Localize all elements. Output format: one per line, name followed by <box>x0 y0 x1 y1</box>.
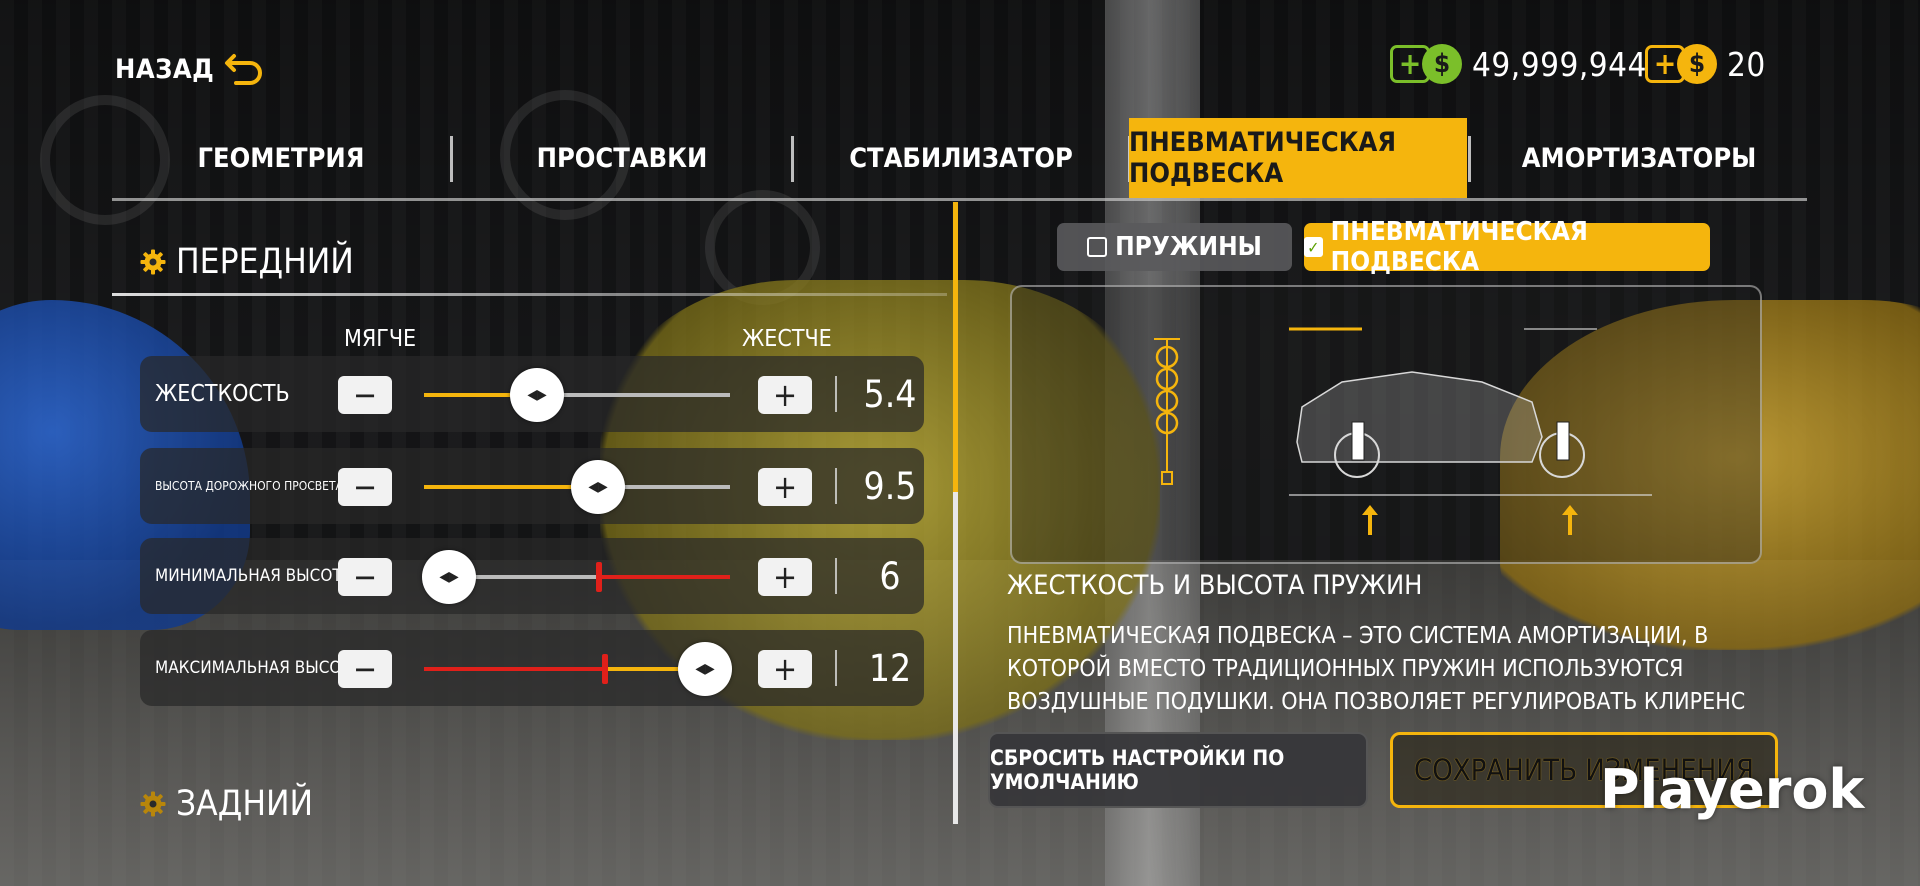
air-suspension-checkbox[interactable]: ✓ <box>1304 237 1323 257</box>
tab-divider <box>791 136 794 182</box>
slider-value: 9.5 <box>863 464 917 508</box>
tuning-tabs: ГЕОМЕТРИЯ ПРОСТАВКИ СТАБИЛИЗАТОР ПНЕВМАТ… <box>112 118 1807 201</box>
wheel-decoration <box>40 95 170 225</box>
watermark-logo: Playerok <box>1600 758 1865 821</box>
tab-spacers[interactable]: ПРОСТАВКИ <box>536 142 708 174</box>
back-label: НАЗАД <box>115 53 215 85</box>
air-suspension-option[interactable]: ✓ ПНЕВМАТИЧЕСКАЯ ПОДВЕСКА <box>1304 217 1710 277</box>
springs-checkbox[interactable] <box>1087 237 1108 257</box>
reset-defaults-button[interactable]: СБРОСИТЬ НАСТРОЙКИ ПО УМОЛЧАНИЮ <box>988 732 1368 808</box>
slider-value: 6 <box>879 554 901 598</box>
limit-marker <box>602 654 608 684</box>
slider-handle[interactable]: ◀▶ <box>571 460 625 514</box>
section-divider <box>112 293 947 296</box>
tab-stabilizer[interactable]: СТАБИЛИЗАТОР <box>849 142 1073 174</box>
slider-limit-range <box>424 667 605 671</box>
info-title: ЖЕСТКОСТЬ И ВЫСОТА ПРУЖИН <box>1007 570 1423 601</box>
scrollbar[interactable] <box>953 202 958 824</box>
slider-fill <box>605 667 705 671</box>
limit-marker <box>596 562 602 592</box>
gear-icon <box>140 249 166 275</box>
ground-clearance-row: ВЫСОТА ДОРОЖНОГО ПРОСВЕТА, ДЮЙМ − ◀▶ + 9… <box>140 448 924 524</box>
slider-fill <box>424 393 537 397</box>
softer-label: МЯГЧЕ <box>344 326 417 352</box>
front-section-header[interactable]: ПЕРЕДНИЙ <box>140 242 354 282</box>
wheel-decoration <box>500 90 630 220</box>
scrollbar-thumb[interactable] <box>953 202 958 492</box>
slider-limit-range <box>599 575 730 579</box>
increase-button[interactable]: + <box>758 650 812 688</box>
decrease-button[interactable]: − <box>338 468 392 506</box>
min-height-row: МИНИМАЛЬНАЯ ВЫСОТА − ◀▶ + 6 <box>140 538 924 614</box>
money-value: 49,999,944 <box>1472 44 1647 84</box>
slider-fill <box>424 485 598 489</box>
value-divider <box>835 558 837 594</box>
gear-icon <box>140 791 166 817</box>
tab-divider <box>450 136 453 182</box>
increase-button[interactable]: + <box>758 376 812 414</box>
springs-option[interactable]: ПРУЖИНЫ <box>1057 223 1292 271</box>
increase-button[interactable]: + <box>758 468 812 506</box>
stiffness-row: ЖЕСТКОСТЬ − ◀▶ + 5.4 <box>140 356 924 432</box>
slider-label: ЖЕСТКОСТЬ <box>155 381 290 407</box>
gold-coin-icon: $ <box>1677 44 1717 84</box>
harder-label: ЖЕСТЧЕ <box>742 326 832 352</box>
slider-track[interactable] <box>424 393 730 397</box>
decrease-button[interactable]: − <box>338 650 392 688</box>
value-divider <box>835 650 837 686</box>
rear-title: ЗАДНИЙ <box>176 784 314 824</box>
slider-label: МАКСИМАЛЬНАЯ ВЫСОТА <box>155 658 362 678</box>
tab-shock-absorbers[interactable]: АМОРТИЗАТОРЫ <box>1521 142 1757 174</box>
tab-geometry[interactable]: ГЕОМЕТРИЯ <box>197 142 365 174</box>
slider-value: 5.4 <box>863 372 917 416</box>
slider-label: МИНИМАЛЬНАЯ ВЫСОТА <box>155 566 353 586</box>
back-arrow-icon <box>225 54 263 85</box>
money-balance: + $ 49,999,944 <box>1390 44 1647 84</box>
front-title: ПЕРЕДНИЙ <box>176 242 354 282</box>
value-divider <box>835 468 837 504</box>
info-description: ПНЕВМАТИЧЕСКАЯ ПОДВЕСКА – ЭТО СИСТЕМА АМ… <box>1007 623 1746 715</box>
increase-button[interactable]: + <box>758 558 812 596</box>
dollar-coin-icon: $ <box>1422 44 1462 84</box>
decrease-button[interactable]: − <box>338 558 392 596</box>
suspension-diagram <box>1010 285 1762 564</box>
slider-value: 12 <box>868 646 912 690</box>
gold-value: 20 <box>1727 44 1766 84</box>
back-button[interactable]: НАЗАД <box>115 48 266 90</box>
slider-handle[interactable]: ◀▶ <box>422 550 476 604</box>
max-height-row: МАКСИМАЛЬНАЯ ВЫСОТА − ◀▶ + 12 <box>140 630 924 706</box>
slider-track[interactable] <box>424 575 730 579</box>
save-changes-button[interactable]: СОХРАНИТЬ ИЗМЕНЕНИЯ <box>1390 732 1778 808</box>
slider-handle[interactable]: ◀▶ <box>678 642 732 696</box>
rear-section-header[interactable]: ЗАДНИЙ <box>140 784 313 824</box>
suspension-illustration <box>1154 327 1652 535</box>
tab-air-suspension[interactable]: ПНЕВМАТИЧЕСКАЯ ПОДВЕСКА <box>1129 118 1467 198</box>
value-divider <box>835 376 837 412</box>
slider-label: ВЫСОТА ДОРОЖНОГО ПРОСВЕТА, ДЮЙМ <box>155 479 388 493</box>
gold-balance: + $ 20 <box>1645 44 1766 84</box>
tab-divider <box>1468 136 1471 182</box>
slider-handle[interactable]: ◀▶ <box>510 368 564 422</box>
decrease-button[interactable]: − <box>338 376 392 414</box>
